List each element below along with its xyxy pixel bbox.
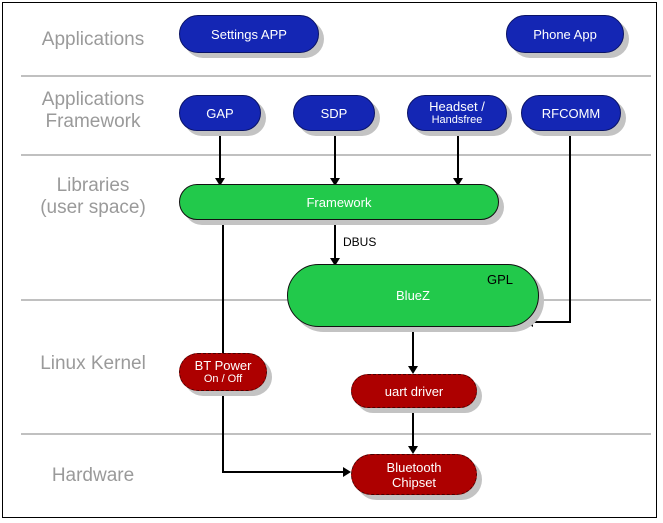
node-text: Phone App xyxy=(506,27,624,42)
node-label: BlueZ xyxy=(396,288,430,303)
node-label: Settings APP xyxy=(211,26,287,42)
node-text: BlueZ xyxy=(287,288,539,303)
arrowhead-framework-bluez xyxy=(330,258,340,266)
node-label: BT Power xyxy=(194,358,252,373)
node-text: Settings APP xyxy=(179,27,319,42)
node-text: uart driver xyxy=(351,384,477,399)
node-label: SDP xyxy=(320,105,348,121)
connector-framework-bluez xyxy=(334,220,336,264)
connector-bluez-uart xyxy=(412,327,414,372)
node-sublabel: Handsfree xyxy=(431,114,483,126)
layer-label-libraries: Libraries (user space) xyxy=(40,175,146,218)
layer-label-applications: Applications xyxy=(41,29,145,50)
node-settings-app[interactable]: Settings APP xyxy=(179,15,324,58)
node-label: uart driver xyxy=(384,383,444,399)
node-text: Framework xyxy=(179,195,499,210)
node-label: Phone App xyxy=(533,26,597,42)
layer-label-hardware: Hardware xyxy=(51,465,135,486)
dbus-label: DBUS xyxy=(343,235,377,249)
node-body xyxy=(506,15,624,53)
node-bluetooth-chipset[interactable]: Bluetooth Chipset xyxy=(351,454,482,500)
separator-linux-kernel xyxy=(21,433,651,435)
node-body xyxy=(351,454,477,495)
node-body xyxy=(179,15,319,53)
node-body xyxy=(179,353,267,391)
separator-applications xyxy=(21,75,651,77)
node-framework[interactable]: Framework xyxy=(179,184,504,225)
node-text: RFCOMM xyxy=(521,106,621,121)
node-text: Headset / Handsfree xyxy=(407,99,507,127)
layer-label-linux-kernel: Linux Kernel xyxy=(40,353,146,374)
node-body xyxy=(351,374,477,408)
connector-gap-framework xyxy=(219,131,221,184)
node-body xyxy=(179,95,261,131)
node-sublabel: On / Off xyxy=(203,373,243,385)
node-text: GAP xyxy=(179,106,261,121)
node-body xyxy=(521,95,621,131)
node-label: RFCOMM xyxy=(541,105,601,121)
arrowhead-sdp-framework xyxy=(330,178,340,186)
node-sdp[interactable]: SDP xyxy=(293,95,380,136)
connector-rfcomm-horizontal xyxy=(533,321,571,323)
arrowhead-framework-chipset xyxy=(343,467,351,477)
node-sublabel: Chipset xyxy=(391,474,437,490)
node-bt-power[interactable]: BT Power On / Off xyxy=(179,353,272,396)
connector-rfcomm-vertical xyxy=(569,131,571,323)
separator-applications-framework xyxy=(21,154,651,156)
node-label: GAP xyxy=(206,105,234,121)
node-body xyxy=(407,95,507,131)
gpl-badge: GPL xyxy=(486,272,513,287)
connector-framework-chipset-horizontal xyxy=(222,471,349,473)
node-phone-app[interactable]: Phone App xyxy=(506,15,629,58)
node-bluez[interactable]: GPL BlueZ xyxy=(287,264,544,332)
node-label: Bluetooth xyxy=(386,459,442,475)
node-label: Framework xyxy=(306,194,372,210)
node-body xyxy=(287,264,539,327)
layer-label-applications-framework: Applications Framework xyxy=(41,89,145,132)
node-text: Bluetooth Chipset xyxy=(351,460,477,490)
node-gap[interactable]: GAP xyxy=(179,95,266,136)
node-rfcomm[interactable]: RFCOMM xyxy=(521,95,626,136)
node-label: Headset / xyxy=(429,99,485,114)
node-body xyxy=(293,95,375,131)
connector-headset-framework xyxy=(457,131,459,184)
node-text: BT Power On / Off xyxy=(179,358,267,386)
connector-framework-chipset-vertical xyxy=(222,220,224,473)
arrowhead-bluez-uart xyxy=(408,366,418,374)
node-uart-driver[interactable]: uart driver xyxy=(351,374,482,413)
node-headset-handsfree[interactable]: Headset / Handsfree xyxy=(407,95,512,136)
connector-uart-chipset xyxy=(412,408,414,452)
arrowhead-uart-chipset xyxy=(408,446,418,454)
diagram-frame: Applications Applications Framework Libr… xyxy=(2,2,657,518)
node-body xyxy=(179,184,499,220)
arrowhead-headset-framework xyxy=(453,178,463,186)
node-text: SDP xyxy=(293,106,375,121)
connector-sdp-framework xyxy=(334,131,336,184)
arrowhead-gap-framework xyxy=(215,178,225,186)
